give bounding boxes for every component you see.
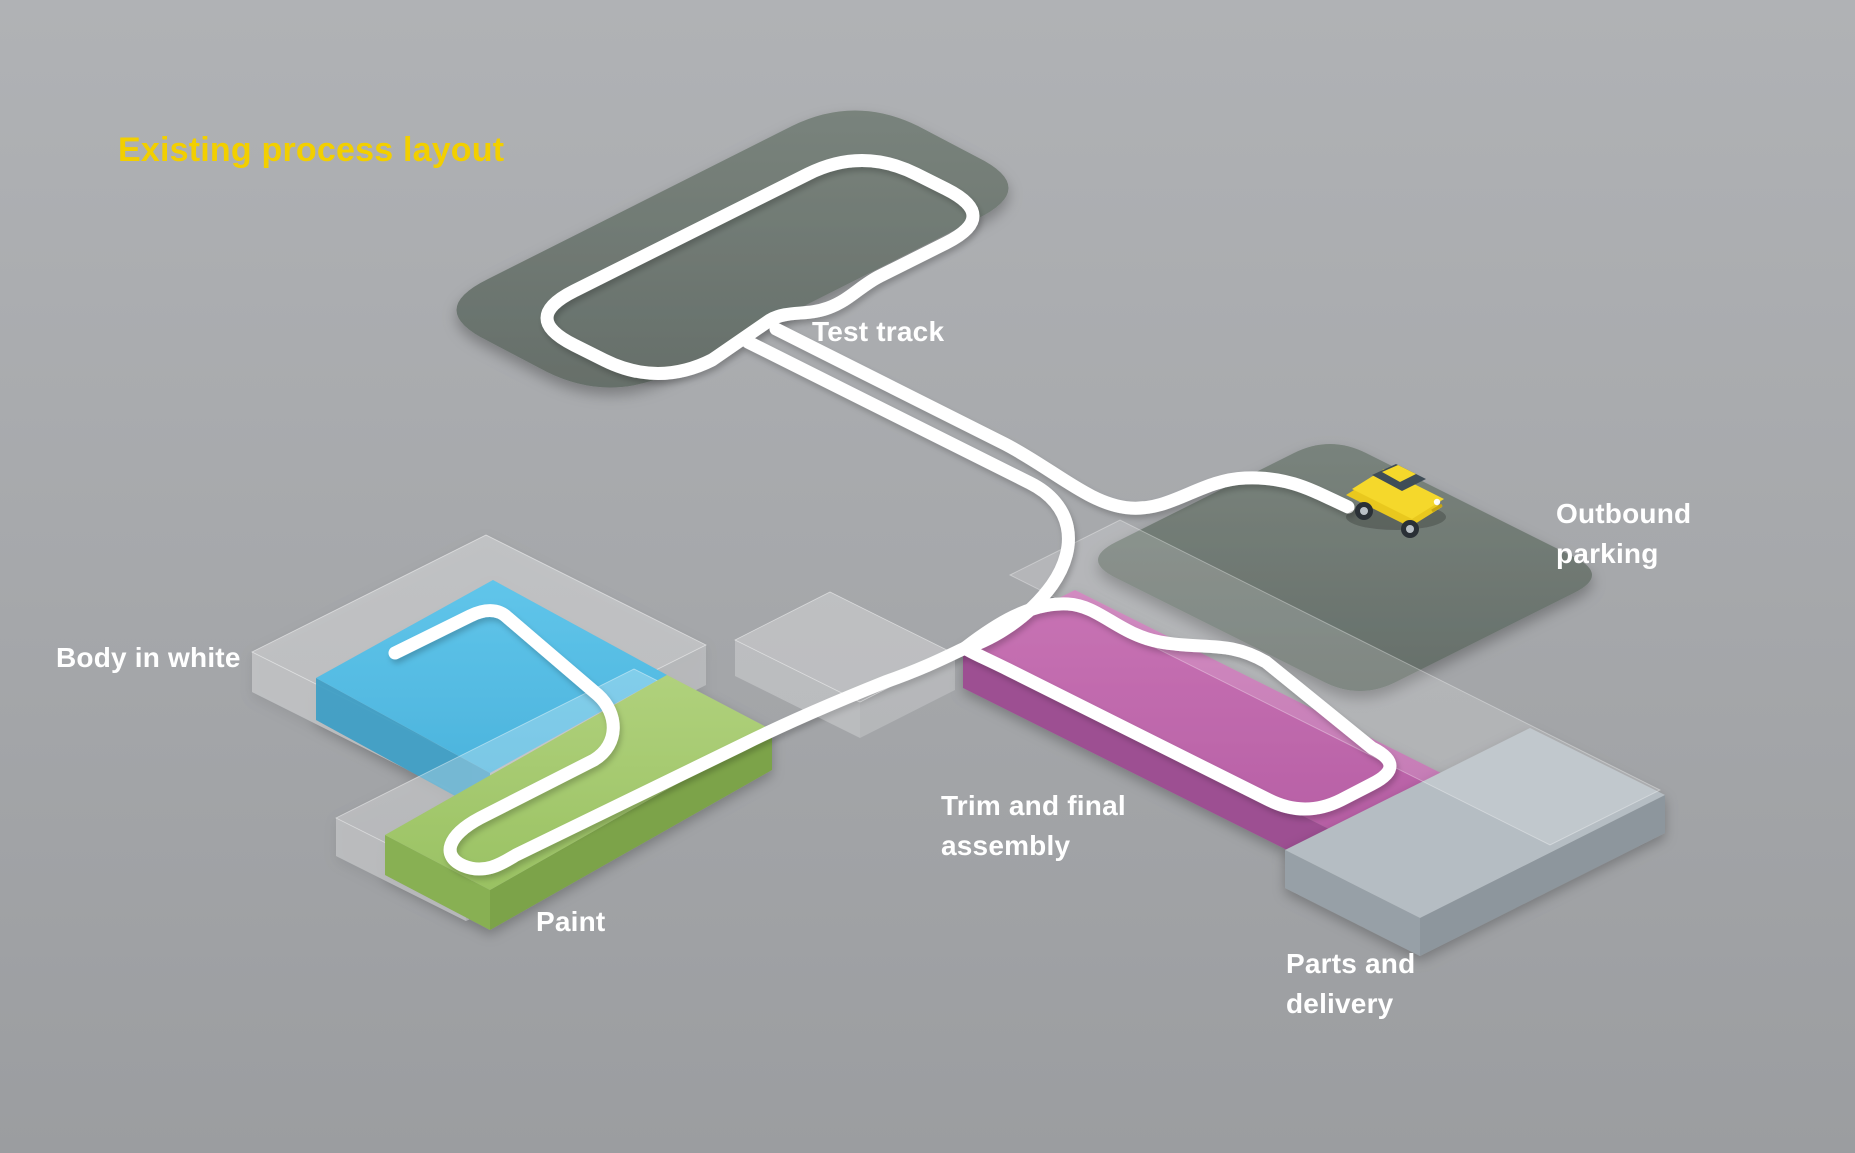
body-in-white-paint-building bbox=[251, 534, 772, 930]
label-outbound-parking: Outbound parking bbox=[1556, 498, 1692, 569]
label-paint: Paint bbox=[536, 906, 606, 937]
label-test-track: Test track bbox=[812, 316, 945, 347]
paint-line-path bbox=[388, 604, 972, 876]
parts-delivery-building bbox=[1285, 728, 1665, 956]
label-trim-final-assembly: Trim and final assembly bbox=[941, 790, 1126, 861]
outbound-parking-pad bbox=[1098, 444, 1592, 691]
label-parts-delivery: Parts and delivery bbox=[1286, 948, 1416, 1019]
glass-corridor bbox=[1008, 519, 1662, 846]
car-headlight bbox=[1433, 498, 1441, 506]
paint-wall bbox=[385, 835, 490, 930]
glass-bridge bbox=[734, 591, 956, 738]
diagram-title: Existing process layout bbox=[118, 131, 505, 169]
track-to-parking-lane bbox=[769, 322, 1355, 515]
paint-floor bbox=[385, 675, 772, 890]
track-to-junction-lane bbox=[741, 335, 1075, 655]
test-track-pad bbox=[456, 110, 1009, 388]
car bbox=[1346, 464, 1446, 538]
body-in-white-floor bbox=[316, 580, 667, 773]
test-track-loop bbox=[540, 154, 980, 380]
process-flow-path bbox=[388, 154, 1397, 876]
car-roof bbox=[1382, 465, 1416, 482]
trim-loop bbox=[958, 597, 1397, 816]
label-body-in-white: Body in white bbox=[56, 642, 241, 673]
paint-wall-front bbox=[490, 730, 772, 930]
